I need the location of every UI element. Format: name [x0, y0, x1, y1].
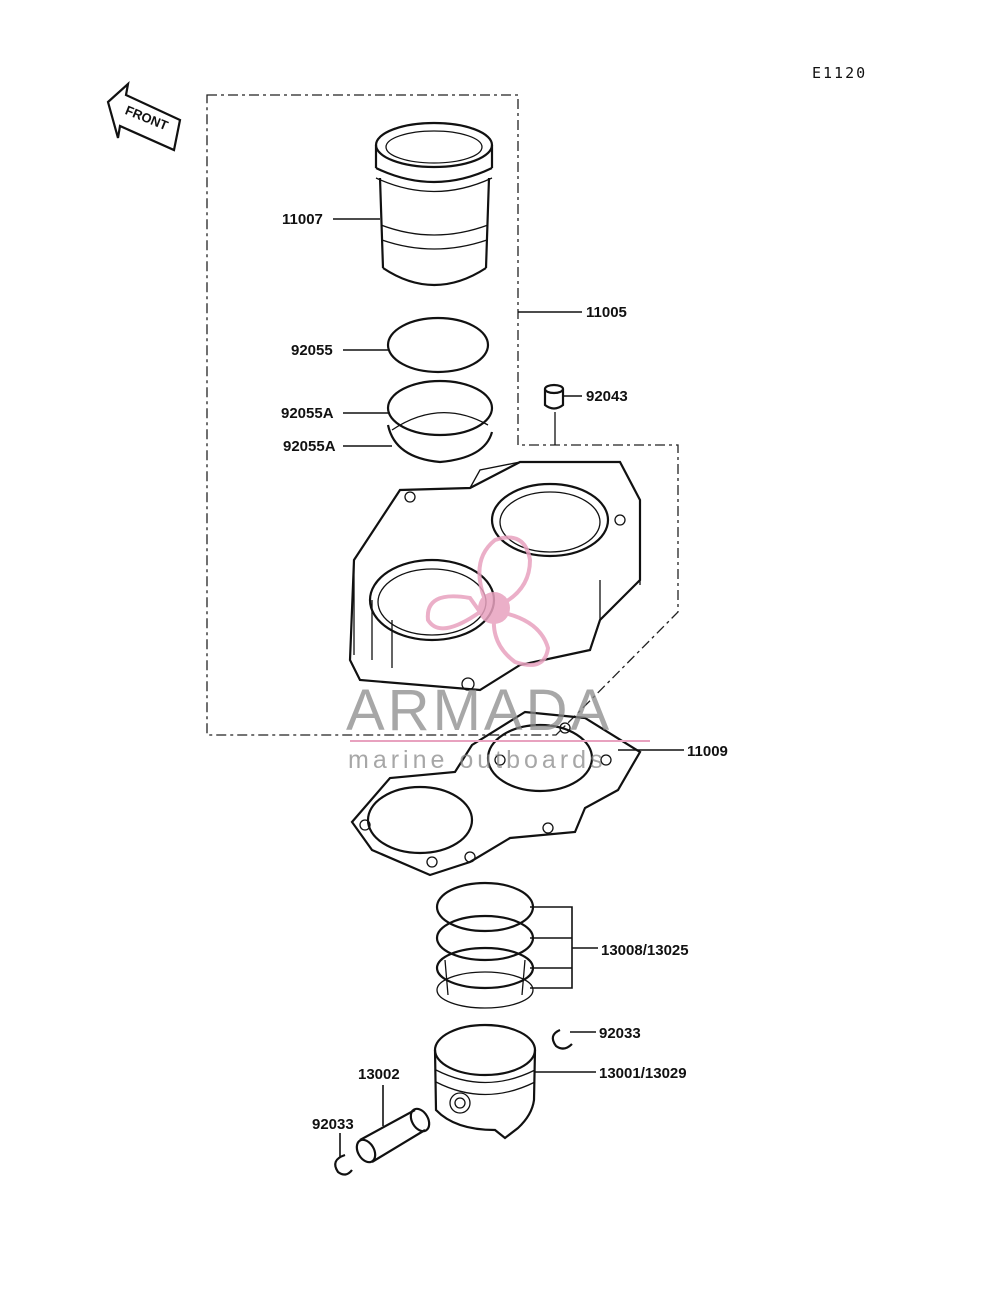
watermark-name: ARMADA [346, 678, 612, 743]
cylinder-block-part [348, 460, 642, 692]
front-label: FRONT [123, 103, 170, 134]
label-92043: 92043 [586, 388, 628, 405]
watermark-tagline: marine outboards [348, 746, 607, 774]
leader-lines [333, 218, 684, 1158]
label-13001-13029: 13001/13029 [599, 1065, 687, 1082]
label-92033-left: 92033 [312, 1116, 354, 1133]
dowel-pin-part [543, 383, 565, 445]
label-92033-right: 92033 [599, 1025, 641, 1042]
label-92055a-upper: 92055A [281, 405, 334, 422]
label-92055a-lower: 92055A [283, 438, 336, 455]
circlip-left-part [334, 1153, 353, 1176]
label-13002: 13002 [358, 1066, 400, 1083]
diagram-code: E1120 [812, 64, 867, 82]
gasket-part [350, 710, 642, 877]
piston-pin-part [355, 1107, 431, 1164]
cylinder-liner-part [374, 121, 494, 286]
rings-92055a-part [386, 379, 494, 464]
label-11007: 11007 [282, 211, 323, 228]
label-11009: 11009 [687, 743, 728, 760]
label-11005: 11005 [586, 304, 627, 321]
label-92055: 92055 [291, 342, 333, 359]
front-arrow-icon: FRONT [106, 81, 182, 152]
watermark: ARMADA marine outboards [346, 535, 650, 774]
piston-rings-part [435, 881, 535, 1009]
ring-92055-part [386, 316, 490, 374]
assembly-boundary-11005 [206, 94, 679, 736]
circlip-right-part [551, 1028, 573, 1050]
label-13008-13025: 13008/13025 [601, 942, 689, 959]
propeller-logo-icon [425, 535, 551, 667]
piston-part [433, 1023, 537, 1140]
